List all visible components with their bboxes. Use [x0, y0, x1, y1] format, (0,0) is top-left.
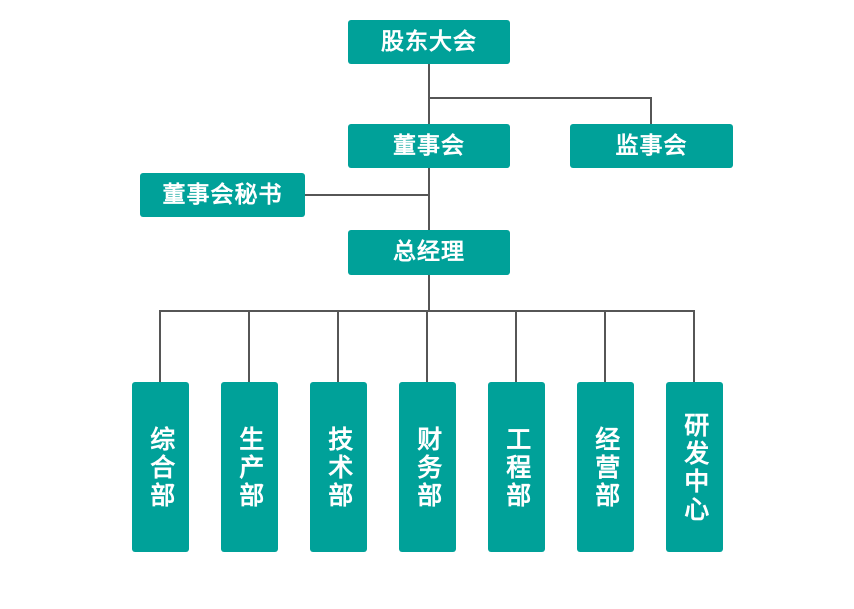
org-node-label: 董事会秘书: [162, 181, 283, 208]
org-node-label: 技术部: [324, 426, 354, 510]
connector-drop-finance: [426, 310, 428, 382]
connector-drop-general-affairs: [159, 310, 161, 382]
org-node-label: 经营部: [591, 426, 621, 510]
connector-branch-supervisors-v: [650, 97, 652, 124]
org-node-shareholders[interactable]: 股东大会: [348, 20, 510, 64]
org-node-board-of-directors[interactable]: 董事会: [348, 124, 510, 168]
org-node-dept-general-affairs[interactable]: 综合部: [132, 382, 189, 552]
connector-drop-production: [248, 310, 250, 382]
org-node-dept-technology[interactable]: 技术部: [310, 382, 367, 552]
org-node-dept-operations[interactable]: 经营部: [577, 382, 634, 552]
connector-trunk-directors-down: [428, 168, 430, 230]
org-node-dept-engineering[interactable]: 工程部: [488, 382, 545, 552]
org-node-general-manager[interactable]: 总经理: [348, 230, 510, 275]
connector-branch-supervisors-h: [428, 97, 652, 99]
org-node-dept-production[interactable]: 生产部: [221, 382, 278, 552]
org-node-label: 董事会: [393, 132, 465, 159]
connector-trunk-shareholders-down: [428, 64, 430, 124]
org-node-label: 总经理: [393, 239, 465, 265]
org-node-label: 财务部: [413, 426, 443, 510]
connector-drop-engineering: [515, 310, 517, 382]
connector-drop-operations: [604, 310, 606, 382]
connector-trunk-manager-down: [428, 275, 430, 312]
org-node-label: 监事会: [615, 132, 688, 159]
connector-branch-secretary-h: [305, 194, 429, 196]
org-node-label: 综合部: [146, 426, 176, 510]
org-node-label: 研发中心: [680, 412, 710, 524]
connector-drop-rnd-center: [693, 310, 695, 382]
org-node-dept-finance[interactable]: 财务部: [399, 382, 456, 552]
org-node-dept-rnd-center[interactable]: 研发中心: [666, 382, 723, 552]
org-node-board-secretary[interactable]: 董事会秘书: [140, 173, 305, 217]
connector-drop-technology: [337, 310, 339, 382]
org-node-board-of-supervisors[interactable]: 监事会: [570, 124, 733, 168]
org-node-label: 股东大会: [381, 28, 477, 55]
org-node-label: 生产部: [235, 426, 265, 510]
org-node-label: 工程部: [502, 426, 532, 510]
